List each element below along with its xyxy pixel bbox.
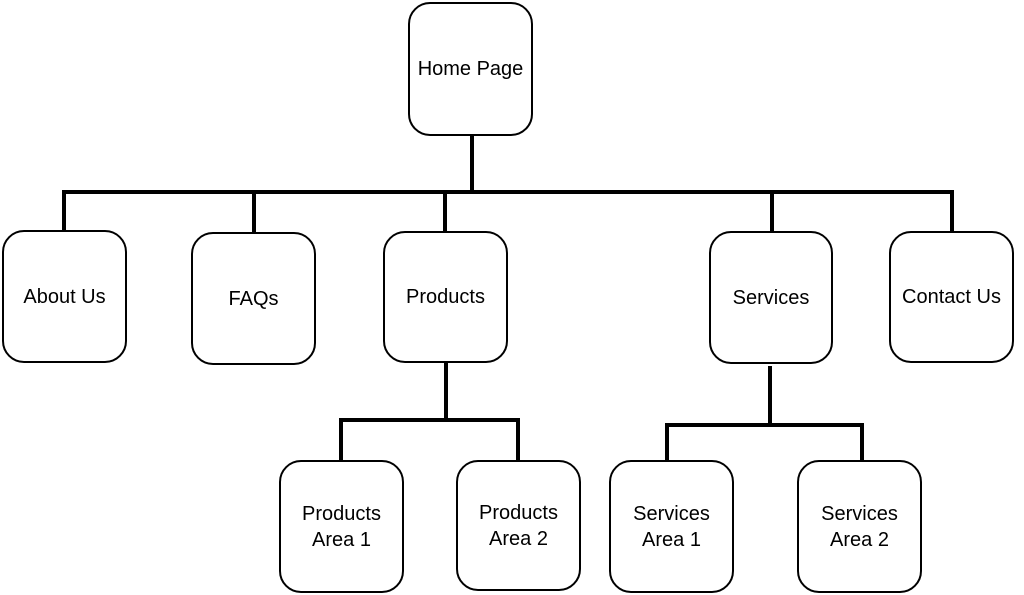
node-home-page-label: Home Page: [417, 58, 524, 80]
node-services: Services: [709, 231, 833, 364]
node-home-page: Home Page: [408, 2, 533, 136]
node-about-us: About Us: [2, 230, 127, 363]
node-services-area-2: Services Area 2: [797, 460, 922, 593]
node-services-area-1: Services Area 1: [609, 460, 734, 593]
node-faqs-label: FAQs: [228, 287, 279, 310]
node-products-area-2-label: Products Area 2: [479, 501, 558, 550]
node-contact-us: Contact Us: [889, 231, 1014, 363]
node-products-area-1: Products Area 1: [279, 460, 404, 593]
node-contact-us-label: Contact Us: [902, 286, 1001, 308]
node-products-label: Products: [406, 286, 485, 308]
node-services-label: Services: [732, 286, 810, 309]
node-about-us-label: About Us: [23, 285, 106, 308]
node-products-area-1-label: Products Area 1: [302, 502, 381, 551]
node-services-area-1-label: Services Area 1: [633, 502, 710, 551]
node-faqs: FAQs: [191, 232, 316, 365]
node-products: Products: [383, 231, 508, 363]
node-products-area-2: Products Area 2: [456, 460, 581, 591]
node-services-area-2-label: Services Area 2: [821, 502, 898, 551]
